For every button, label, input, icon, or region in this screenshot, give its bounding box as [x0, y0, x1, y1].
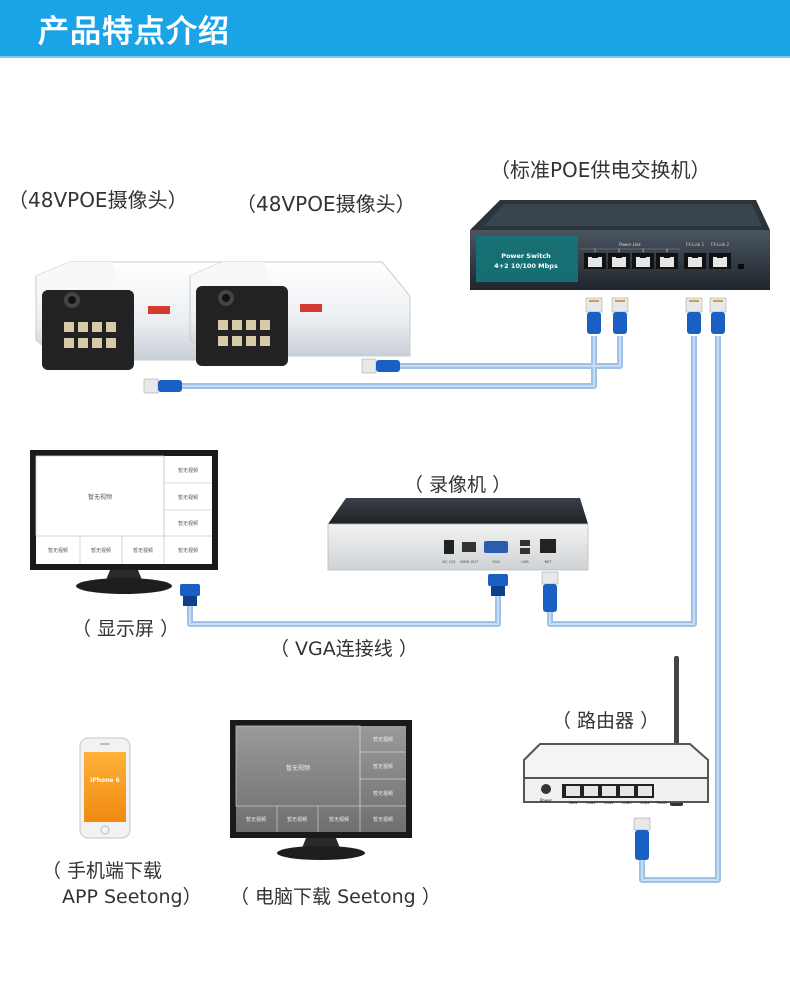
- svg-text:暂无视频: 暂无视频: [178, 467, 198, 474]
- nvr-rj45-plug: [541, 571, 559, 612]
- switch-port-4: 4: [656, 248, 678, 269]
- svg-text:暂无视频: 暂无视频: [178, 547, 198, 554]
- svg-text:暂无视频: 暂无视频: [287, 816, 307, 823]
- switch-brand-line2: 4+2 10/100 Mbps: [494, 262, 558, 270]
- label-camera-2: （48VPOE摄像头）: [236, 192, 416, 216]
- svg-text:暂无视频: 暂无视频: [373, 816, 393, 823]
- svg-text:3: 3: [642, 248, 645, 253]
- svg-text:LAN4: LAN4: [640, 801, 650, 805]
- switch-uplink-1: FX-Link 1: [684, 242, 706, 269]
- svg-text:暂无视频: 暂无视频: [91, 547, 111, 554]
- label-monitor: （ 显示屏 ）: [72, 618, 180, 640]
- svg-text:Power: Power: [540, 798, 552, 803]
- camera-2: [189, 261, 411, 366]
- router: Power WAN LAN1 LAN2 LAN3 LAN4 Reset: [523, 656, 709, 806]
- switch-port-2: 2: [608, 248, 630, 269]
- router-rj45-plug: [633, 817, 651, 860]
- svg-text:LAN2: LAN2: [604, 801, 613, 805]
- svg-text:暂无视频: 暂无视频: [373, 790, 393, 797]
- page-title: 产品特点介绍: [38, 14, 230, 50]
- switch-port-header: Power Link: [619, 242, 641, 247]
- switch-port-3: 3: [632, 248, 654, 269]
- camera-rj45-plugs: [143, 358, 400, 394]
- svg-text:暂无视频: 暂无视频: [246, 816, 266, 823]
- label-camera-1: （48VPOE摄像头）: [8, 188, 188, 212]
- switch-port-1: 1: [584, 248, 606, 269]
- svg-text:暂无视频: 暂无视频: [329, 816, 349, 823]
- switch-led: [738, 264, 744, 269]
- svg-text:LAN1: LAN1: [586, 801, 595, 805]
- svg-text:暂无视频: 暂无视频: [286, 764, 310, 772]
- svg-text:FX-Link 2: FX-Link 2: [711, 242, 730, 247]
- header-bar: 产品特点介绍: [0, 0, 790, 56]
- phone: iPhone 6: [79, 737, 131, 839]
- svg-text:WAN: WAN: [569, 801, 578, 805]
- phone-model: iPhone 6: [90, 777, 119, 784]
- svg-text:FX-Link 1: FX-Link 1: [686, 242, 705, 247]
- poe-switch: Power Switch 4+2 10/100 Mbps Power Link …: [470, 200, 770, 290]
- switch-uplink-2: FX-Link 2: [709, 242, 731, 269]
- label-nvr: （ 录像机 ）: [404, 474, 512, 496]
- switch-rj45-plugs: [585, 297, 727, 334]
- svg-text:暂无视频: 暂无视频: [178, 494, 198, 501]
- label-vga-cable: （ VGA连接线 ）: [270, 638, 418, 660]
- switch-brand-line1: Power Switch: [501, 252, 551, 260]
- svg-text:暂无视频: 暂无视频: [133, 547, 153, 554]
- svg-text:Reset: Reset: [657, 801, 667, 805]
- cable-highlights: [170, 336, 719, 881]
- svg-text:4: 4: [666, 248, 669, 253]
- monitor: 暂无视频 暂无视频 暂无视频 暂无视频 暂无视频 暂无视频 暂无视频 暂无视频: [30, 450, 218, 594]
- svg-text:暂无视频: 暂无视频: [373, 763, 393, 770]
- label-phone-line2: APP Seetong）: [62, 886, 202, 908]
- nvr: DC 12V HDMI-OUT VGA USB NET: [327, 498, 589, 571]
- label-phone-line1: （ 手机端下载: [42, 860, 163, 882]
- svg-text:NET: NET: [545, 560, 553, 564]
- svg-text:USB: USB: [521, 560, 529, 564]
- cable-switch-to-nvr: [547, 336, 697, 627]
- label-router: （ 路由器 ）: [552, 710, 660, 732]
- svg-text:暂无视频: 暂无视频: [373, 736, 393, 743]
- svg-text:暂无视频: 暂无视频: [48, 547, 68, 554]
- svg-text:DC 12V: DC 12V: [442, 560, 456, 564]
- svg-text:2: 2: [618, 248, 621, 253]
- svg-text:暂无视频: 暂无视频: [178, 520, 198, 527]
- pc-monitor: 暂无视频 暂无视频 暂无视频 暂无视频 暂无视频 暂无视频 暂无视频 暂无视频: [230, 720, 412, 860]
- monitor-main-cell: 暂无视频: [88, 493, 112, 501]
- svg-text:VGA: VGA: [492, 560, 500, 564]
- vga-plug-nvr: [488, 574, 508, 596]
- cable-vga: [187, 596, 501, 627]
- cable-camera-2: [390, 336, 623, 369]
- vga-plug-monitor: [180, 584, 200, 606]
- label-pc: （ 电脑下载 Seetong ）: [230, 886, 441, 908]
- svg-text:HDMI-OUT: HDMI-OUT: [460, 560, 479, 564]
- header-divider: [0, 56, 790, 58]
- svg-text:1: 1: [594, 248, 597, 253]
- label-poe-switch: （标准POE供电交换机）: [490, 158, 711, 182]
- svg-text:LAN3: LAN3: [622, 801, 631, 805]
